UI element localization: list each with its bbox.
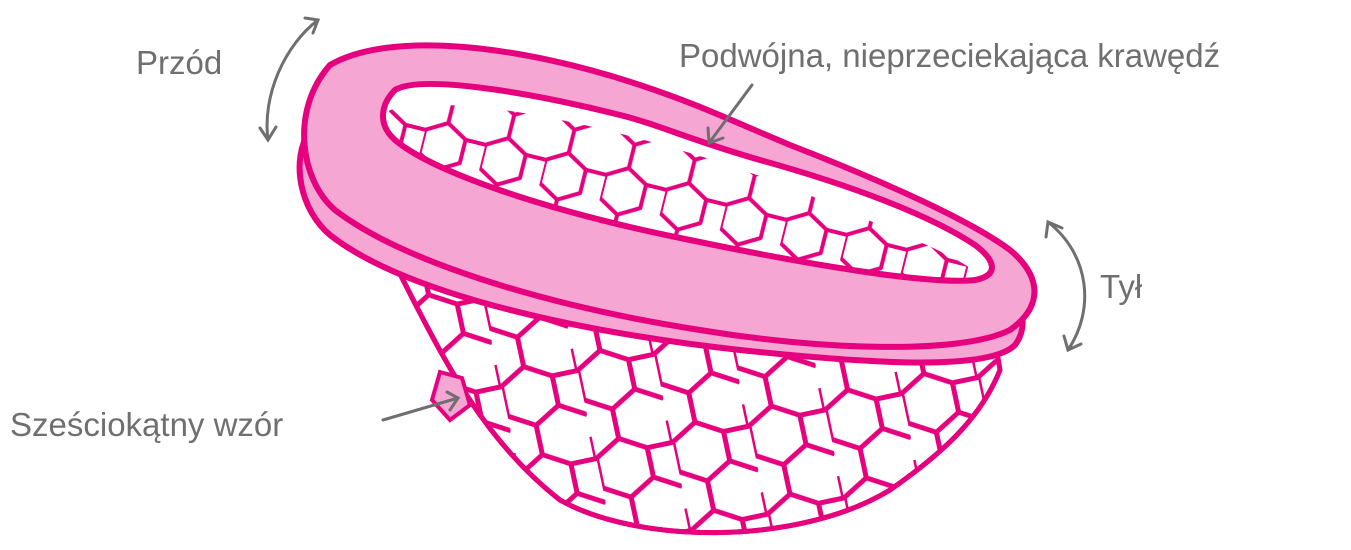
- back-curved-arrow-icon: [1046, 222, 1085, 350]
- rim-label: Podwójna, nieprzeciekająca krawędź: [679, 39, 1220, 72]
- pattern-label: Sześciokątny wzór: [10, 408, 283, 441]
- back-label: Tył: [1100, 270, 1142, 303]
- front-label: Przód: [136, 46, 222, 79]
- highlighted-hexagon: [432, 372, 470, 420]
